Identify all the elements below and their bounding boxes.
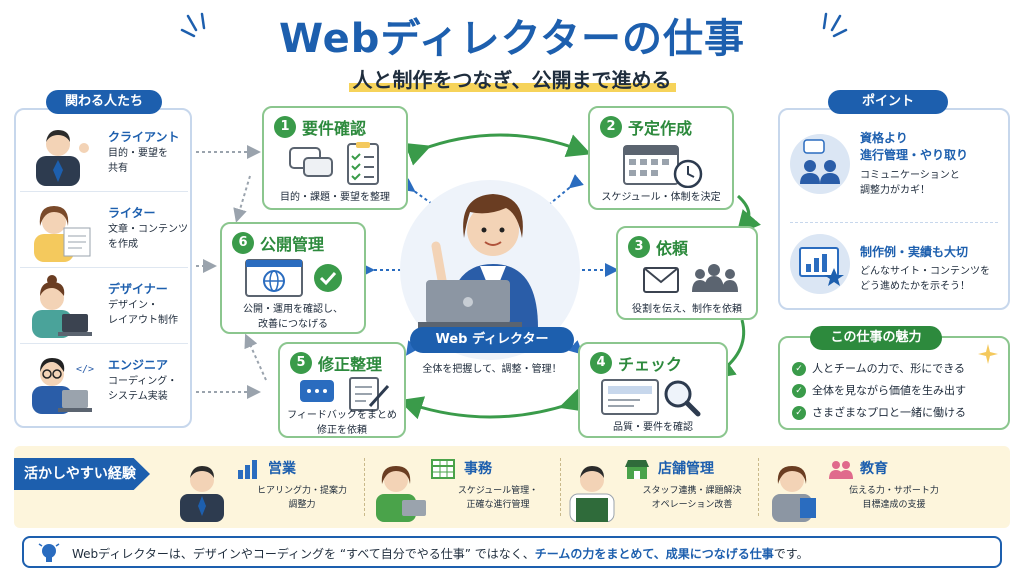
person-client: クライアント 目的・要望を 共有 [20, 116, 188, 192]
charm-item: ✓さまざまなプロと一緒に働ける [792, 404, 966, 420]
experience-office: 事務 スケジュール管理・ 正確な進行管理 [368, 452, 558, 524]
summary-text: Webディレクターは、デザインやコーディングを “すべて自分でやる仕事” ではな… [72, 547, 809, 561]
step-4-check: 4 チェック 品質・要件を確認 [578, 342, 728, 438]
check-icon: ✓ [792, 384, 806, 398]
spreadsheet-icon [431, 459, 455, 479]
page-title: Webディレクターの仕事 [278, 16, 746, 62]
web-director-desc: 全体を把握して、調整・管理！ [422, 364, 562, 375]
web-director-illustration [418, 194, 538, 328]
people-panel-label: 関わる人たち [46, 90, 162, 114]
charm-item: ✓人とチームの力で、形にできる [792, 360, 965, 376]
summary-footer: Webディレクターは、デザインやコーディングを “すべて自分でやる仕事” ではな… [22, 536, 1002, 568]
charm-item: ✓全体を見ながら価値を生み出す [792, 382, 966, 398]
person-writer: ライター 文章・コンテンツ を作成 [20, 192, 188, 268]
emphasis-lines-left [180, 12, 206, 38]
bar-chart-icon [238, 460, 257, 479]
charm-panel: ✓人とチームの力で、形にできる ✓全体を見ながら価値を生み出す ✓さまざまなプロ… [778, 336, 1010, 430]
step-3-request: 3 依頼 役割を伝え、制作を依頼 [616, 226, 758, 320]
portfolio-star-icon [790, 234, 850, 294]
web-director-badge: Web ディレクター [410, 327, 574, 353]
feedback-document-icon [300, 377, 390, 411]
person-designer: デザイナー デザイン・ レイアウト制作 [20, 268, 188, 344]
web-published-icon [245, 259, 342, 297]
step-1-requirements: 1 要件確認 目的・課題・要望を整理 [262, 106, 408, 210]
step-5-revision: 5 修正整理 フィードバックをまとめ 修正を依頼 [278, 342, 406, 438]
store-manager-avatar [569, 466, 615, 522]
calendar-clock-icon [623, 145, 703, 188]
chat-people-icon [790, 134, 850, 194]
experience-sales: 営業 ヒアリング力・提案力 調整力 [172, 452, 362, 524]
charm-panel-label: この仕事の魅力 [810, 326, 942, 350]
lightbulb-icon [38, 543, 60, 562]
engineer-avatar: </> [32, 358, 94, 414]
sparkle-icon [978, 344, 998, 364]
mail-team-icon [643, 264, 738, 293]
points-panel-label: ポイント [828, 90, 948, 114]
step-6-publish: 6 公開管理 公開・運用を確認し、 改善につなげる [220, 222, 366, 334]
svg-text:</>: </> [76, 364, 94, 375]
office-avatar [376, 466, 426, 522]
points-panel: 資格より 進行管理・やり取り コミュニケーションと 調整力がカギ！ 制作例・実績… [778, 108, 1010, 310]
sales-avatar [180, 466, 224, 522]
teacher-avatar [772, 466, 816, 522]
check-icon: ✓ [792, 406, 806, 420]
step-2-schedule: 2 予定作成 スケジュール・体制を決定 [588, 106, 734, 210]
experience-label: 活かしやすい経験 [14, 458, 150, 490]
experience-band [14, 446, 1010, 528]
designer-avatar [32, 275, 92, 338]
monitor-magnifier-icon [601, 379, 701, 417]
store-icon [625, 460, 649, 479]
experience-education: 教育 伝える力・サポート力 目標達成の支援 [764, 452, 954, 524]
client-avatar [36, 130, 89, 186]
chat-checklist-icon [289, 142, 379, 185]
check-icon: ✓ [792, 362, 806, 376]
emphasis-lines-right [822, 12, 848, 38]
people-panel: クライアント 目的・要望を 共有 ライター 文章・コンテンツ を作成 デザイナー… [14, 108, 192, 428]
person-engineer: </> エンジニア コーディング・ システム実装 [20, 344, 188, 420]
page-subtitle: 人と制作をつなぎ、公開まで進める [0, 64, 1024, 93]
experience-store: 店舗管理 スタッフ連携・課題解決 オペレーション改善 [562, 452, 752, 524]
writer-avatar [34, 206, 91, 262]
group-icon [829, 461, 853, 479]
